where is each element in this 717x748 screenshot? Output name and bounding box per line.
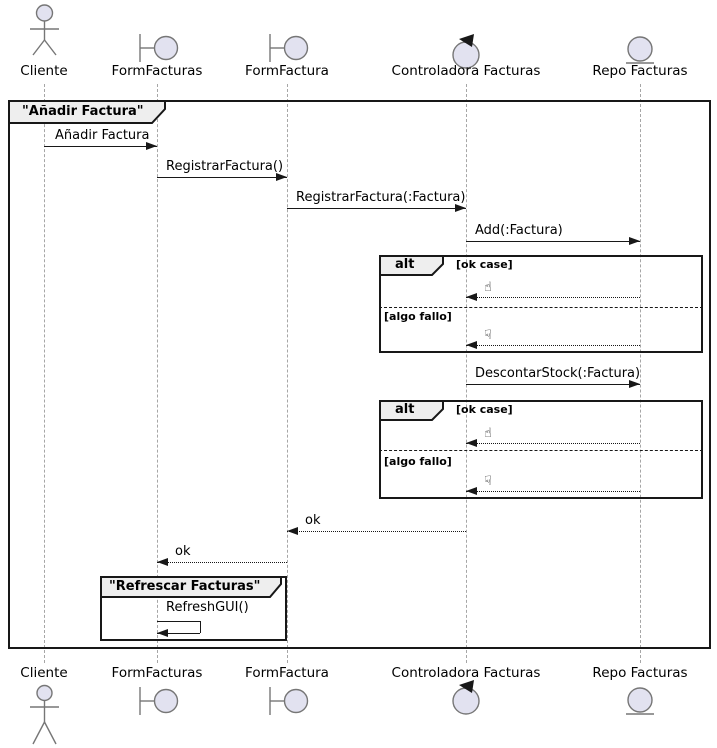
participant-label-repo: Repo Facturas	[592, 63, 688, 79]
entity-icon	[626, 36, 654, 64]
control-icon	[452, 34, 480, 69]
frame-title: "Añadir Factura"	[22, 104, 144, 119]
participant-label-formfactura: FormFactura	[245, 63, 329, 79]
message-line	[466, 384, 640, 385]
self-message-top	[157, 621, 200, 622]
boundary-icon	[269, 687, 309, 715]
message-ok-1: ok	[305, 513, 321, 528]
inner-frame-title: "Refrescar Facturas"	[109, 579, 261, 594]
alt-operator-tab	[379, 400, 444, 421]
message-anadir-factura: Añadir Factura	[55, 128, 150, 143]
arrowhead	[276, 172, 287, 181]
frame-title-tab	[8, 100, 166, 124]
arrowhead	[466, 292, 477, 301]
self-message-bottom	[157, 633, 200, 634]
participant-label-cliente-bottom: Cliente	[20, 665, 68, 681]
boundary-icon	[139, 34, 179, 62]
message-descontar-stock: DescontarStock(:Factura)	[475, 366, 641, 381]
arrowhead	[466, 340, 477, 349]
message-refresh-gui: RefreshGUI()	[166, 600, 249, 615]
participant-label-formfacturas: FormFacturas	[111, 63, 203, 79]
message-ok-2: ok	[175, 544, 191, 559]
thumb-up-icon: ☝	[484, 280, 492, 295]
arrowhead	[455, 203, 466, 212]
alt-fragment-2	[379, 400, 703, 499]
alt1-divider	[379, 307, 703, 308]
alt2-guard-fail: [algo fallo]	[384, 455, 452, 468]
frame-anadir-factura	[8, 100, 711, 649]
message-registrar-factura: RegistrarFactura()	[166, 159, 284, 174]
arrowhead	[466, 486, 477, 495]
message-line	[44, 146, 157, 147]
actor-icon	[30, 4, 59, 56]
control-icon	[452, 680, 480, 715]
arrowhead	[287, 526, 298, 535]
lifeline-formfactura	[287, 84, 288, 663]
arrowhead	[466, 438, 477, 447]
alt-operator: alt	[395, 257, 415, 272]
boundary-icon	[269, 34, 309, 62]
arrowhead	[629, 236, 640, 245]
participant-label-cliente: Cliente	[20, 63, 68, 79]
participant-label-repo-bottom: Repo Facturas	[592, 665, 688, 681]
message-line	[157, 177, 287, 178]
thumb-up-icon: ☝	[484, 426, 492, 441]
self-message-right	[200, 621, 201, 633]
return-line	[466, 345, 640, 346]
arrowhead	[157, 557, 168, 566]
alt1-guard-ok: [ok case]	[456, 258, 513, 271]
alt2-guard-ok: [ok case]	[456, 403, 513, 416]
frame-title-tab	[100, 576, 282, 598]
lifeline-repo	[640, 84, 641, 663]
message-line	[466, 241, 640, 242]
return-line	[466, 491, 640, 492]
return-line	[287, 531, 466, 532]
entity-icon	[626, 687, 654, 715]
participant-label-controladora: Controladora Facturas	[391, 63, 541, 79]
lifeline-formfacturas	[157, 84, 158, 663]
message-add-factura: Add(:Factura)	[475, 223, 563, 238]
participant-label-controladora-bottom: Controladora Facturas	[391, 665, 541, 681]
thumb-down-icon: ☟	[484, 474, 492, 489]
return-line	[466, 443, 640, 444]
return-line	[157, 562, 287, 563]
alt2-divider	[379, 450, 703, 451]
participant-label-formfactura-bottom: FormFactura	[245, 665, 329, 681]
thumb-down-icon: ☟	[484, 328, 492, 343]
arrowhead	[146, 141, 157, 150]
message-registrar-factura-param: RegistrarFactura(:Factura)	[296, 190, 466, 205]
return-line	[466, 297, 640, 298]
alt1-guard-fail: [algo fallo]	[384, 310, 452, 323]
participant-label-formfacturas-bottom: FormFacturas	[111, 665, 203, 681]
alt-operator: alt	[395, 402, 415, 417]
alt-fragment-1	[379, 255, 703, 353]
alt-operator-tab	[379, 255, 444, 276]
boundary-icon	[139, 687, 179, 715]
message-line	[287, 208, 466, 209]
arrowhead	[157, 628, 168, 637]
lifeline-cliente	[44, 84, 45, 663]
arrowhead	[629, 379, 640, 388]
lifeline-controladora	[466, 84, 467, 663]
actor-icon	[30, 684, 59, 745]
